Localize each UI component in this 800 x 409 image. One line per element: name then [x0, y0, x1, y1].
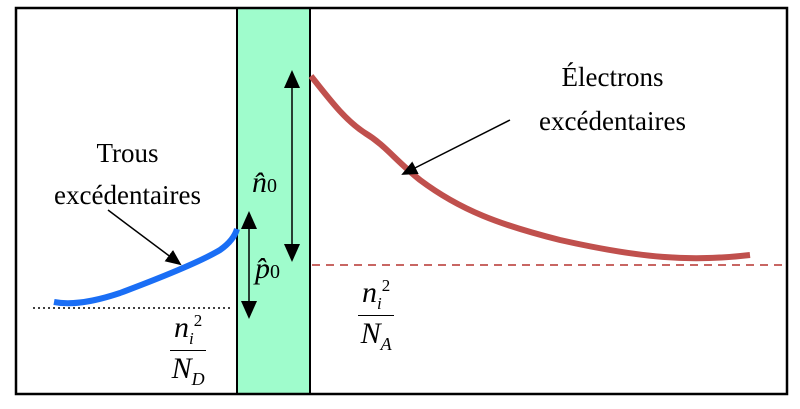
n0-symbol: n̂ [252, 166, 267, 199]
p0-arrow-top-head [241, 211, 257, 229]
depletion-region [237, 8, 310, 394]
electrons-curve [308, 74, 751, 262]
electrons-label-line2: excédentaires [539, 106, 686, 136]
ni2-over-na-fraction: ni2 NA [358, 276, 395, 354]
electrons-label-line1: Électrons [561, 62, 664, 92]
frac-den: N [171, 352, 192, 385]
p0-label: p̂0 [255, 254, 280, 284]
fraction-bar [170, 350, 207, 351]
n0-label: n̂0 [252, 168, 277, 198]
holes-label-line1: Trous [96, 138, 159, 168]
frac-num-sub: i [377, 294, 382, 313]
p0-subscript: 0 [270, 261, 280, 283]
n0-arrow-bottom-head [284, 244, 300, 262]
frac-den: N [360, 317, 381, 350]
frac-num-sup: 2 [381, 276, 391, 295]
p0-arrow-bottom-head [241, 301, 257, 319]
frac-num-sup: 2 [193, 311, 203, 330]
frac-num: n [174, 311, 189, 344]
holes-label-line2: excédentaires [54, 180, 201, 210]
p0-symbol: p̂ [255, 252, 270, 285]
frac-num-sub: i [189, 329, 194, 348]
holes-curve [53, 228, 240, 307]
fraction-bar [358, 315, 395, 316]
frac-den-sub: A [380, 334, 392, 354]
n0-subscript: 0 [267, 175, 277, 197]
electrons-pointer-arrow [401, 119, 511, 175]
n0-arrow-top-head [284, 70, 300, 88]
frac-num: n [362, 276, 377, 309]
ni2-over-nd-fraction: ni2 ND [170, 311, 207, 389]
frac-den-sub: D [191, 369, 205, 389]
frame [14, 6, 789, 396]
holes-pointer-arrow [107, 209, 182, 266]
